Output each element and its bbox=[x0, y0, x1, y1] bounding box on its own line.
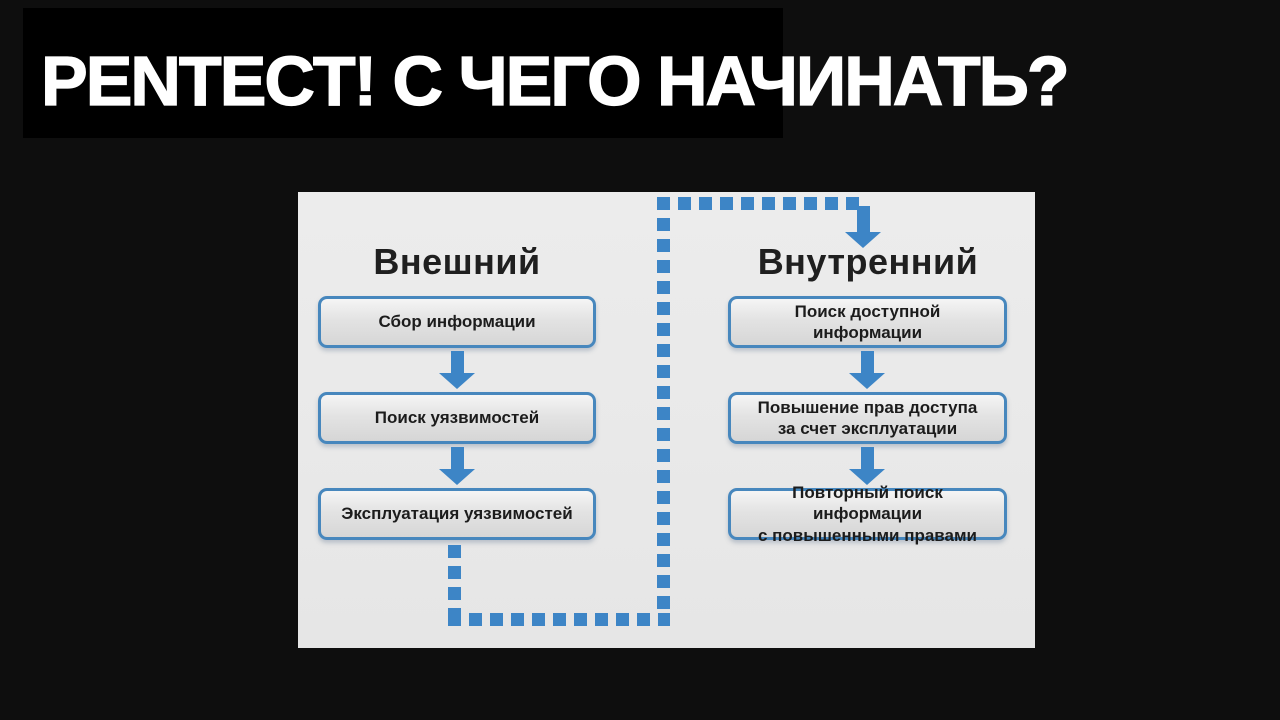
arrow-head bbox=[439, 469, 475, 485]
flow-box-external-vuln-exploitation: Эксплуатация уязвимостей bbox=[318, 488, 596, 540]
column-header-external: Внешний bbox=[373, 241, 541, 282]
flowchart-panel: Внешний Внутренний Сбор информации Поиск… bbox=[298, 192, 1035, 648]
arrow-shaft bbox=[856, 206, 870, 232]
arrow-down-icon bbox=[849, 351, 885, 389]
arrow-head bbox=[849, 373, 885, 389]
arrow-down-icon bbox=[845, 206, 881, 248]
arrow-down-icon bbox=[439, 447, 475, 485]
arrow-shaft bbox=[860, 447, 874, 469]
flow-box-external-vuln-search: Поиск уязвимостей bbox=[318, 392, 596, 444]
flow-box-internal-privilege-escalation: Повышение прав доступа за счет эксплуата… bbox=[728, 392, 1007, 444]
dashed-connector-left-vertical bbox=[448, 545, 461, 613]
dashed-connector-top-horizontal bbox=[657, 197, 863, 210]
title-band bbox=[23, 8, 783, 138]
dashed-connector-center-vertical bbox=[657, 197, 670, 613]
flow-box-external-info-gathering: Сбор информации bbox=[318, 296, 596, 348]
arrow-shaft bbox=[450, 447, 464, 469]
arrow-down-icon bbox=[849, 447, 885, 485]
arrow-head bbox=[849, 469, 885, 485]
page-title: PENTECT! С ЧЕГО НАЧИНАТЬ? bbox=[40, 42, 1070, 120]
arrow-head bbox=[845, 232, 881, 248]
dashed-connector-bottom-horizontal bbox=[448, 613, 670, 626]
arrow-shaft bbox=[860, 351, 874, 373]
arrow-down-icon bbox=[439, 351, 475, 389]
flow-box-internal-repeat-search: Повторный поиск информации с повышенными… bbox=[728, 483, 1007, 545]
arrow-head bbox=[439, 373, 475, 389]
flow-box-internal-info-search: Поиск доступной информации bbox=[728, 296, 1007, 348]
arrow-shaft bbox=[450, 351, 464, 373]
column-header-internal: Внутренний bbox=[757, 241, 979, 282]
